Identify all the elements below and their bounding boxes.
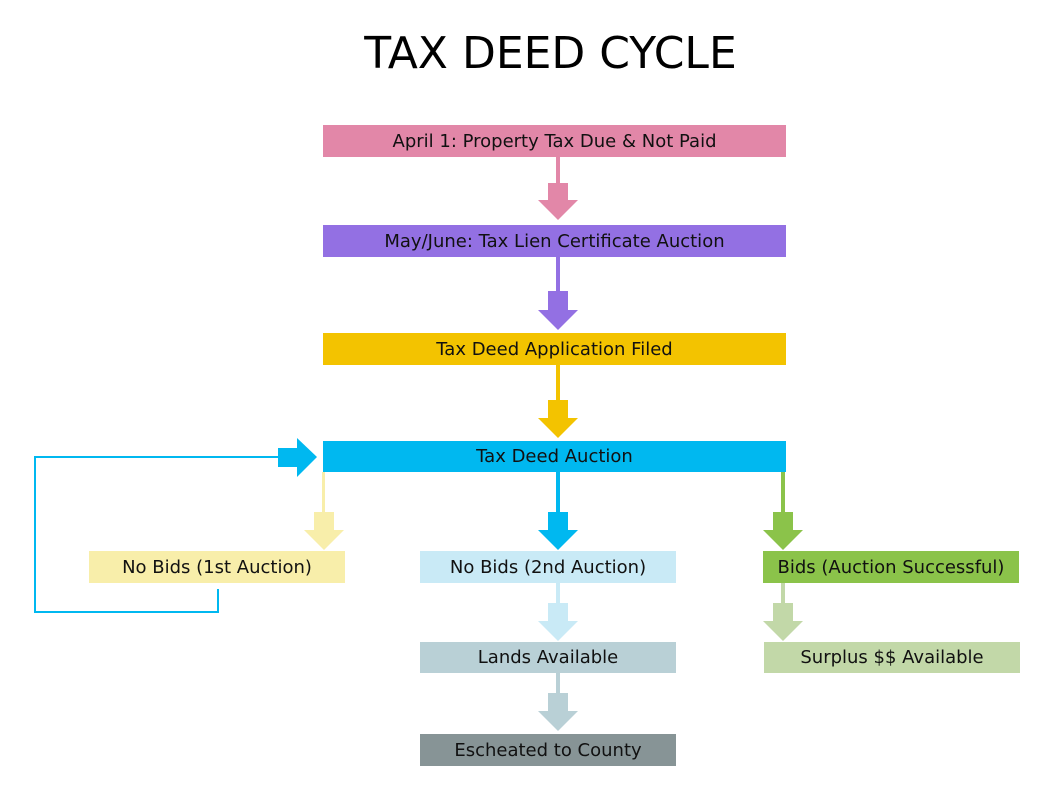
arrow-deed-auction-to-no-bids-2nd	[538, 472, 578, 550]
node-label: No Bids (2nd Auction)	[449, 556, 647, 578]
node-label: Escheated to County	[454, 739, 642, 761]
arrow-tax-due-to-lien-auction	[538, 157, 578, 220]
node-tax-deed-auction: Tax Deed Auction	[323, 441, 786, 472]
arrow-application-to-deed-auction	[538, 365, 578, 438]
arrow-deed-auction-to-bids-successful	[763, 472, 803, 550]
node-label: Tax Deed Auction	[476, 446, 633, 467]
node-lands-available: Lands Available	[420, 642, 676, 673]
node-label: Lands Available	[477, 647, 619, 668]
node-escheated-to-county: Escheated to County	[420, 734, 676, 766]
node-no-bids-1st-auction: No Bids (1st Auction)	[89, 551, 345, 583]
node-label: May/June: Tax Lien Certificate Auction	[384, 230, 725, 252]
diagram-title: TAX DEED CYCLE	[364, 28, 737, 79]
node-label: Surplus $$ Available	[800, 647, 984, 668]
node-label: No Bids (1st Auction)	[122, 556, 312, 578]
node-surplus-available: Surplus $$ Available	[764, 642, 1020, 673]
node-label: Bids (Auction Successful)	[777, 556, 1005, 578]
arrow-no-bids-2nd-to-lands-available	[538, 583, 578, 641]
node-property-tax-due: April 1: Property Tax Due & Not Paid	[323, 125, 786, 157]
node-bids-auction-successful: Bids (Auction Successful)	[763, 551, 1019, 583]
arrow-lien-auction-to-application	[538, 257, 578, 330]
arrow-bids-to-surplus	[763, 583, 803, 641]
node-label: April 1: Property Tax Due & Not Paid	[392, 130, 717, 152]
node-deed-application-filed: Tax Deed Application Filed	[323, 333, 786, 365]
node-no-bids-2nd-auction: No Bids (2nd Auction)	[420, 551, 676, 583]
arrow-deed-auction-to-no-bids-1st	[304, 472, 344, 550]
arrow-lands-available-to-escheated	[538, 673, 578, 731]
node-lien-certificate-auction: May/June: Tax Lien Certificate Auction	[323, 225, 786, 257]
arrow-loop-no-bids-1st-to-deed-auction	[34, 438, 317, 613]
node-label: Tax Deed Application Filed	[436, 338, 673, 360]
